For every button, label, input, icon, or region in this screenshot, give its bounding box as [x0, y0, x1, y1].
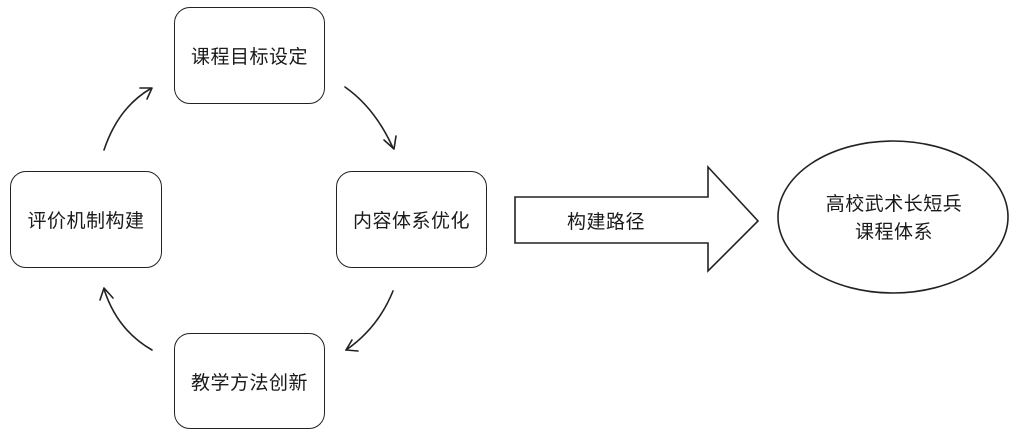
result-text: 高校武术长短兵 课程体系: [778, 168, 1010, 268]
cycle-arrowhead-eval-to-goal: [139, 87, 153, 100]
construction-path-block-arrow: [514, 164, 760, 273]
result-line-1: 高校武术长短兵: [825, 193, 963, 215]
node-content-system: 内容体系优化: [336, 171, 487, 268]
cycle-arrow-eval-to-goal: [103, 88, 151, 151]
result-ellipse: [777, 140, 1009, 294]
node-teaching-method: 教学方法创新: [174, 333, 325, 429]
cycle-arrowhead-goal-to-content: [383, 135, 397, 150]
cycle-arrow-method-to-eval: [103, 288, 153, 351]
node-content-system-label: 内容体系优化: [352, 210, 470, 232]
cycle-arrow-goal-to-content: [344, 86, 394, 149]
node-evaluation-label: 评价机制构建: [27, 210, 145, 232]
cycle-arrow-content-to-method: [345, 290, 394, 351]
result-line-2: 课程体系: [854, 221, 933, 243]
node-teaching-method-label: 教学方法创新: [190, 371, 308, 394]
cycle-arrowhead-content-to-method: [345, 339, 359, 352]
node-course-goal: 课程目标设定: [174, 7, 325, 104]
node-course-goal-label: 课程目标设定: [190, 46, 308, 68]
construction-path-label: 构建路径: [566, 210, 645, 233]
cycle-arrowhead-method-to-eval: [99, 287, 114, 301]
node-evaluation: 评价机制构建: [10, 171, 162, 268]
